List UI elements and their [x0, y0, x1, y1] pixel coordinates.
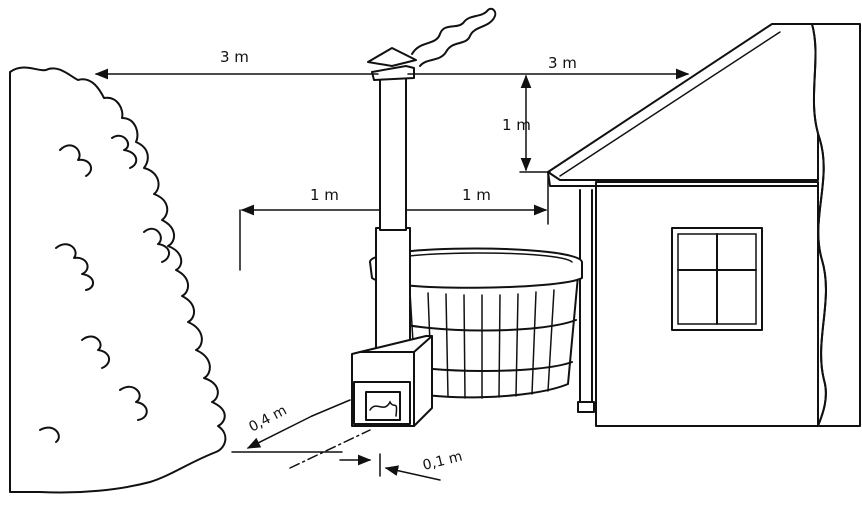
label-chimney-to-roof: 3 m	[548, 54, 577, 72]
label-above-eave: 1 m	[502, 116, 531, 134]
label-bush-to-stove: 1 m	[310, 186, 339, 204]
label-firebox-side: 0,1 m	[421, 449, 464, 474]
smoke	[411, 7, 497, 67]
dimension-lines	[94, 68, 690, 481]
label-stove-to-house: 1 m	[462, 186, 491, 204]
bush	[9, 66, 227, 494]
house-window	[671, 227, 763, 331]
stove	[351, 227, 433, 427]
label-bush-to-chimney: 3 m	[220, 48, 249, 66]
chimney	[367, 47, 417, 231]
house	[547, 23, 861, 427]
